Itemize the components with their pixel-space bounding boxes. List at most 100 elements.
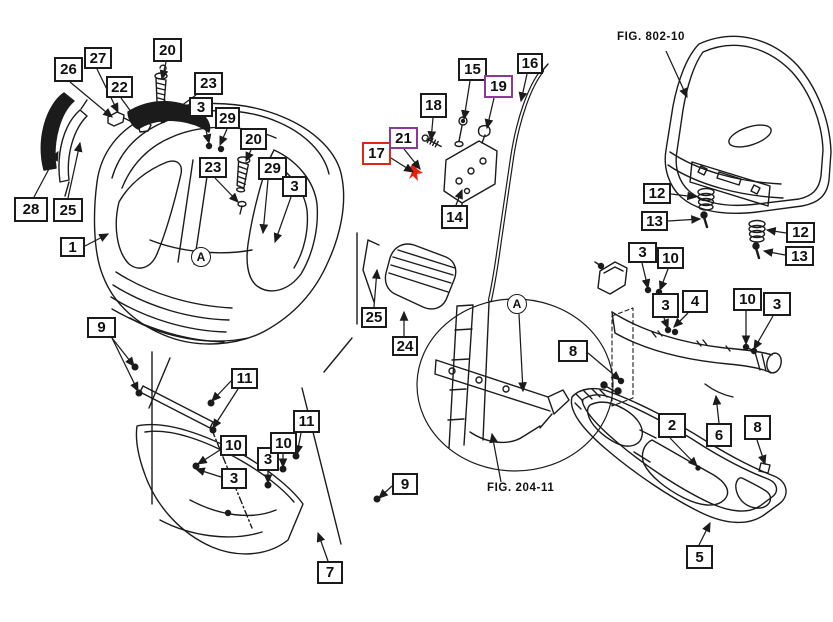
callout-17[interactable]: 17	[362, 142, 391, 165]
callout-10[interactable]: 10	[733, 288, 762, 311]
rod-and-bracket-drawing	[421, 63, 549, 303]
callout-10[interactable]: 10	[657, 247, 684, 269]
leader-line	[196, 449, 221, 465]
callout-29[interactable]: 29	[258, 157, 287, 180]
leader-line	[765, 227, 787, 236]
leader-line	[202, 116, 212, 145]
leader-line	[403, 148, 421, 170]
callout-12[interactable]: 12	[786, 222, 815, 243]
callout-3[interactable]: 3	[652, 293, 679, 318]
leader-line	[111, 337, 135, 367]
leader-line	[194, 467, 222, 478]
leader-line	[245, 149, 254, 163]
view-marker-A: A	[507, 294, 527, 314]
callout-27[interactable]: 27	[84, 47, 112, 69]
leader-line	[641, 262, 651, 290]
callout-26[interactable]: 26	[54, 57, 83, 82]
leader-line	[659, 268, 669, 292]
leader-line	[69, 81, 113, 118]
callout-8[interactable]: 8	[558, 340, 588, 362]
leader-line	[111, 337, 139, 393]
callout-9[interactable]: 9	[392, 473, 418, 495]
leader-line	[461, 80, 471, 121]
callout-9[interactable]: 9	[87, 317, 116, 338]
leader-line	[698, 521, 711, 546]
leader-line	[756, 439, 767, 466]
callout-22[interactable]: 22	[106, 76, 133, 98]
leader-line	[669, 437, 698, 467]
callout-21[interactable]: 21	[389, 127, 418, 149]
leader-line	[211, 380, 232, 402]
leader-line	[371, 268, 381, 308]
leader-line	[670, 191, 698, 201]
callout-2[interactable]: 2	[658, 413, 686, 438]
callout-11[interactable]: 11	[231, 368, 258, 389]
leader-line	[214, 177, 239, 203]
callout-15[interactable]: 15	[458, 58, 487, 81]
leader-line	[667, 215, 702, 224]
leader-line	[660, 317, 669, 330]
callout-4[interactable]: 4	[682, 290, 708, 313]
callout-1[interactable]: 1	[60, 237, 85, 257]
leader-line	[587, 352, 621, 381]
callout-19[interactable]: 19	[484, 75, 513, 98]
leader-line	[518, 73, 528, 103]
callout-8[interactable]: 8	[744, 415, 771, 440]
leader-line	[219, 128, 228, 147]
leader-line	[673, 312, 689, 328]
callout-10[interactable]: 10	[220, 435, 247, 456]
leader-line	[665, 50, 688, 99]
leader-line	[484, 97, 495, 130]
headlight-drawing	[356, 232, 457, 325]
grille-drawing	[570, 387, 787, 524]
leader-line	[762, 248, 786, 257]
callout-24[interactable]: 24	[392, 336, 418, 356]
callout-29[interactable]: 29	[215, 107, 240, 129]
leader-line	[33, 150, 59, 198]
callout-18[interactable]: 18	[420, 93, 447, 118]
leader-line	[159, 61, 169, 81]
callout-11[interactable]: 11	[293, 410, 320, 433]
callout-13[interactable]: 13	[785, 246, 814, 266]
leader-line	[390, 157, 415, 173]
leader-line	[489, 432, 502, 483]
leader-line	[712, 394, 722, 424]
callout-12[interactable]: 12	[643, 183, 671, 204]
leader-line	[378, 485, 393, 499]
callout-23[interactable]: 23	[194, 72, 223, 95]
hood-top-drawing	[664, 35, 832, 260]
leader-line	[84, 233, 110, 247]
leader-line	[273, 196, 292, 244]
callout-20[interactable]: 20	[153, 38, 182, 62]
view-marker-A: A	[191, 247, 211, 267]
callout-14[interactable]: 14	[441, 205, 468, 229]
callout-13[interactable]: 13	[641, 211, 668, 231]
callout-6[interactable]: 6	[706, 423, 732, 447]
callout-28[interactable]: 28	[14, 197, 48, 222]
callout-3[interactable]: 3	[628, 242, 657, 263]
leader-line	[427, 117, 437, 142]
callout-3[interactable]: 3	[189, 97, 213, 117]
callout-7[interactable]: 7	[317, 561, 343, 584]
callout-3[interactable]: 3	[763, 292, 791, 316]
leader-line	[294, 432, 303, 456]
callout-3[interactable]: 3	[282, 176, 307, 197]
leader-line	[120, 97, 141, 126]
leader-line	[212, 388, 239, 430]
leader-line	[454, 188, 463, 206]
leader-line	[259, 179, 269, 235]
fig-ref-0: FIG. 802-10	[617, 31, 685, 43]
callout-20[interactable]: 20	[240, 128, 267, 150]
leader-line	[316, 531, 329, 562]
callout-3[interactable]: 3	[221, 468, 247, 489]
leader-line	[518, 313, 527, 393]
callout-10[interactable]: 10	[270, 432, 297, 454]
side-molding-drawing	[40, 92, 88, 197]
callout-16[interactable]: 16	[517, 53, 543, 74]
callout-5[interactable]: 5	[686, 545, 713, 569]
callout-25[interactable]: 25	[53, 198, 83, 222]
callout-23[interactable]: 23	[199, 157, 227, 178]
leader-line	[753, 315, 774, 351]
callout-25[interactable]: 25	[361, 307, 387, 328]
